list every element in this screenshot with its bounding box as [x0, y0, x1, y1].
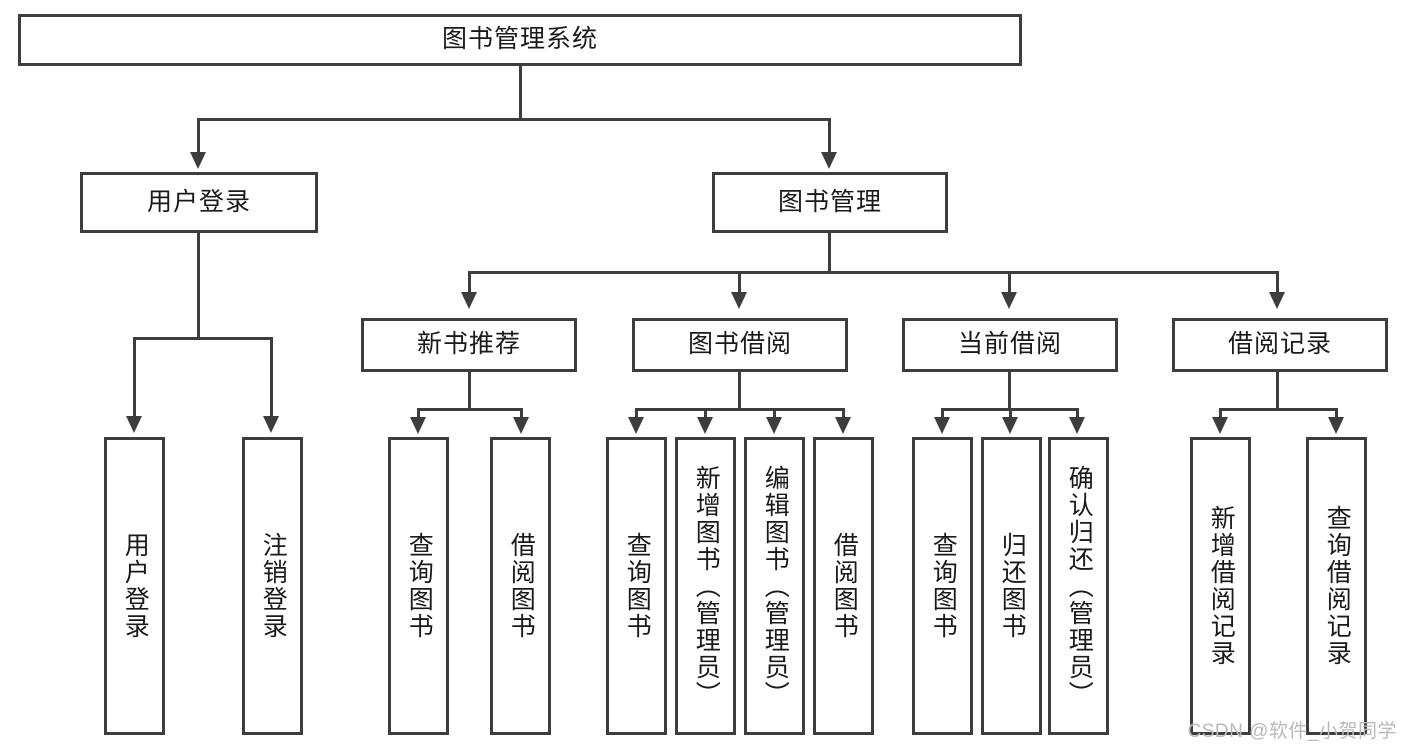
edge-bm-to-current-borrow	[1008, 271, 1011, 295]
edge-bb-to-leaf-1	[635, 408, 638, 420]
node-root[interactable]: 图书管理系统	[18, 14, 1022, 66]
leaf-edit-book-label: 编辑图书（管理员）	[761, 464, 790, 708]
edge-user-login-bus	[133, 337, 273, 340]
arrowhead-new-book-recommend	[461, 292, 477, 309]
edge-root-stem	[519, 66, 522, 118]
leaf-add-record-label: 新增借阅记录	[1207, 505, 1236, 667]
leaf-add-book-label: 新增图书（管理员）	[692, 464, 721, 708]
arrowhead-leaf-confirm-return	[1069, 417, 1085, 434]
edge-cb-to-leaf-1	[941, 408, 944, 420]
leaf-query-book-3[interactable]: 查询图书	[912, 437, 973, 735]
leaf-add-book[interactable]: 新增图书（管理员）	[675, 437, 736, 735]
edge-br-to-leaf-2	[1335, 408, 1338, 420]
edge-book-management-bus	[468, 271, 1278, 274]
edge-cb-to-leaf-3	[1076, 408, 1079, 420]
leaf-query-book-1[interactable]: 查询图书	[388, 437, 449, 735]
edge-bm-to-borrow-record	[1276, 271, 1279, 295]
edge-new-book-to-leaf-1	[417, 408, 420, 420]
arrowhead-leaf-query-book-2	[628, 417, 644, 434]
edge-root-to-book-management	[828, 118, 831, 156]
leaf-confirm-return-label: 确认归还（管理员）	[1065, 464, 1094, 708]
edge-book-borrow-bus	[635, 408, 845, 411]
arrowhead-user-login	[190, 152, 206, 169]
csdn-watermark: CSDN @软件_小贺同学	[1187, 721, 1397, 742]
node-borrow-record-label: 借阅记录	[1227, 330, 1332, 359]
node-current-borrow-label: 当前借阅	[957, 330, 1062, 359]
arrowhead-leaf-return-book	[1002, 417, 1018, 434]
arrowhead-leaf-query-book-3	[934, 417, 950, 434]
edge-root-to-user-login	[197, 118, 200, 156]
edge-cb-to-leaf-2	[1009, 408, 1012, 420]
edge-bm-to-new-book	[468, 271, 471, 295]
leaf-user-login[interactable]: 用户登录	[104, 437, 165, 735]
edge-book-borrow-stem	[738, 372, 741, 408]
node-new-book-recommend[interactable]: 新书推荐	[361, 318, 577, 372]
arrowhead-leaf-add-book	[697, 417, 713, 434]
arrowhead-leaf-logout-login	[263, 416, 279, 433]
arrowhead-leaf-query-record	[1328, 417, 1344, 434]
leaf-query-record[interactable]: 查询借阅记录	[1306, 437, 1367, 735]
leaf-query-book-2[interactable]: 查询图书	[606, 437, 667, 735]
edge-root-bus	[197, 118, 831, 121]
node-root-label: 图书管理系统	[441, 25, 598, 54]
node-user-login[interactable]: 用户登录	[80, 172, 318, 233]
edge-new-book-stem	[468, 372, 471, 408]
arrowhead-leaf-edit-book	[766, 417, 782, 434]
arrowhead-book-borrow	[731, 292, 747, 309]
leaf-logout-login-label: 注销登录	[259, 532, 288, 640]
edge-bb-to-leaf-4	[842, 408, 845, 420]
leaf-return-book-label: 归还图书	[998, 532, 1027, 640]
leaf-borrow-book-2[interactable]: 借阅图书	[813, 437, 874, 735]
leaf-add-record[interactable]: 新增借阅记录	[1190, 437, 1251, 735]
leaf-borrow-book-1-label: 借阅图书	[507, 532, 536, 640]
node-book-borrow-label: 图书借阅	[687, 330, 792, 359]
edge-user-login-to-leaf-2	[270, 337, 273, 419]
leaf-query-record-label: 查询借阅记录	[1323, 505, 1352, 667]
leaf-user-login-label: 用户登录	[121, 532, 150, 640]
edge-bb-to-leaf-2	[704, 408, 707, 420]
node-book-borrow[interactable]: 图书借阅	[632, 318, 848, 372]
node-new-book-recommend-label: 新书推荐	[416, 330, 521, 359]
node-book-management[interactable]: 图书管理	[712, 172, 948, 233]
node-book-management-label: 图书管理	[777, 187, 882, 216]
arrowhead-current-borrow	[1001, 292, 1017, 309]
edge-current-borrow-stem	[1008, 372, 1011, 408]
leaf-borrow-book-2-label: 借阅图书	[830, 532, 859, 640]
leaf-borrow-book-1[interactable]: 借阅图书	[490, 437, 551, 735]
arrowhead-borrow-record	[1269, 292, 1285, 309]
node-current-borrow[interactable]: 当前借阅	[902, 318, 1118, 372]
leaf-logout-login[interactable]: 注销登录	[242, 437, 303, 735]
arrowhead-leaf-add-record	[1212, 417, 1228, 434]
arrowhead-leaf-user-login	[126, 416, 142, 433]
leaf-query-book-3-label: 查询图书	[929, 532, 958, 640]
edge-book-management-stem	[828, 233, 831, 271]
leaf-confirm-return[interactable]: 确认归还（管理员）	[1048, 437, 1109, 735]
edge-br-to-leaf-1	[1219, 408, 1222, 420]
arrowhead-leaf-borrow-book-2	[835, 417, 851, 434]
edge-borrow-record-bus	[1219, 408, 1338, 411]
leaf-return-book[interactable]: 归还图书	[981, 437, 1042, 735]
edge-user-login-to-leaf-1	[133, 337, 136, 419]
edge-bb-to-leaf-3	[773, 408, 776, 420]
leaf-query-book-2-label: 查询图书	[623, 532, 652, 640]
edge-new-book-bus	[417, 408, 523, 411]
edge-borrow-record-stem	[1276, 372, 1279, 408]
edge-new-book-to-leaf-2	[520, 408, 523, 420]
leaf-edit-book[interactable]: 编辑图书（管理员）	[744, 437, 805, 735]
arrowhead-book-management	[821, 152, 837, 169]
node-borrow-record[interactable]: 借阅记录	[1172, 318, 1388, 372]
arrowhead-leaf-query-book-1	[410, 417, 426, 434]
edge-user-login-stem	[197, 233, 200, 337]
leaf-query-book-1-label: 查询图书	[405, 532, 434, 640]
edge-bm-to-book-borrow	[738, 271, 741, 295]
node-user-login-label: 用户登录	[146, 187, 251, 216]
arrowhead-leaf-borrow-book-1	[513, 417, 529, 434]
